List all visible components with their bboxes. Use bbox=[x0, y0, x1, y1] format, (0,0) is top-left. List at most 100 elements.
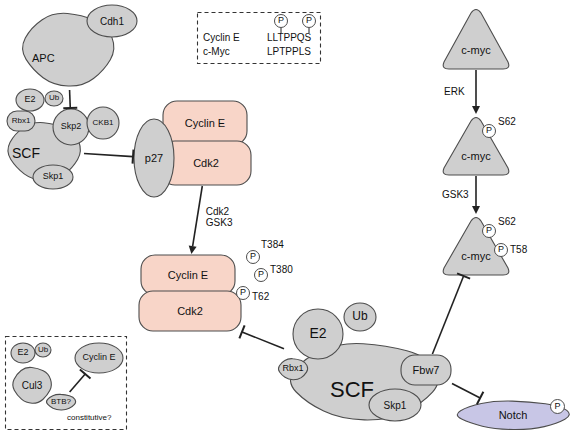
node-label: E2 bbox=[24, 95, 35, 105]
phospho-circle-shape bbox=[483, 125, 496, 138]
phospho-circle: P bbox=[482, 124, 496, 138]
node-label: constitutive? bbox=[67, 414, 111, 423]
phospho-label: P bbox=[486, 126, 492, 136]
phospho-label: P bbox=[498, 245, 504, 255]
node-label: Cyclin E bbox=[185, 117, 225, 129]
connector-line bbox=[242, 332, 284, 349]
phospho-circle: P bbox=[494, 243, 508, 257]
protein-ellipse: Ub bbox=[34, 342, 52, 358]
connector-line bbox=[84, 154, 133, 157]
phospho-circle-shape bbox=[237, 287, 250, 300]
connector-line bbox=[193, 186, 203, 246]
protein-ellipse: Skp1 bbox=[32, 164, 74, 190]
phospho-circle-shape bbox=[483, 225, 496, 238]
arrow-head bbox=[472, 206, 480, 214]
node-label: p27 bbox=[145, 152, 163, 164]
protein-box-shape bbox=[141, 255, 235, 295]
protein-ellipse-shape bbox=[344, 303, 376, 331]
phospho-circle-shape bbox=[495, 244, 508, 257]
node-label: LPTPPLS bbox=[267, 46, 311, 57]
protein-ellipse-shape bbox=[75, 343, 123, 373]
edge-label: Cdk2 GSK3 bbox=[206, 206, 236, 228]
inhibition-bar bbox=[239, 325, 244, 338]
protein-ellipse: Cyclin E bbox=[74, 342, 124, 374]
arrow-connector bbox=[472, 176, 480, 214]
node-label: APC bbox=[32, 52, 55, 64]
protein-ellipse: Ub bbox=[343, 302, 377, 332]
node-label: Ub bbox=[38, 346, 48, 355]
protein-ellipse-shape bbox=[35, 343, 51, 357]
node-label: Cyclin E bbox=[82, 353, 115, 363]
protein-complex-shape bbox=[13, 367, 52, 403]
connector-line bbox=[452, 383, 480, 398]
protein-ellipse: p27 bbox=[133, 118, 175, 198]
node-label: E2 bbox=[309, 326, 326, 341]
phospho-circle: P bbox=[550, 399, 565, 414]
protein-ellipse: Skp1 bbox=[368, 388, 422, 422]
node-label: Cyclin E bbox=[203, 32, 240, 43]
site-label: T384 bbox=[261, 239, 284, 250]
protein-ellipse-shape bbox=[11, 343, 35, 363]
protein-ellipse-shape bbox=[134, 119, 174, 197]
phospho-circle: P bbox=[236, 286, 250, 300]
node-label: c-Myc bbox=[203, 46, 230, 57]
phospho-circle-shape bbox=[551, 400, 565, 414]
node-label: E2 bbox=[17, 348, 28, 358]
protein-box: Cyclin E bbox=[162, 100, 248, 146]
protein-triangle-outline bbox=[440, 6, 512, 70]
phospho-circle-shape bbox=[275, 15, 288, 28]
phospho-circle-shape bbox=[255, 269, 268, 282]
protein-ellipse: CKB1 bbox=[86, 106, 120, 140]
inhibition-connector bbox=[70, 369, 91, 392]
protein-ellipse-shape bbox=[87, 107, 119, 139]
node-label: Cul3 bbox=[22, 380, 43, 391]
connector-line bbox=[475, 176, 477, 206]
node-label: Skp1 bbox=[43, 172, 64, 182]
phospho-label: P bbox=[258, 270, 264, 280]
connector-line bbox=[69, 90, 71, 108]
phospho-circle-shape bbox=[247, 251, 260, 264]
protein-complex-shape bbox=[23, 13, 114, 86]
protein-box: Rbx1 bbox=[6, 110, 36, 132]
phospho-circle: P bbox=[482, 224, 496, 238]
protein-ellipse-shape bbox=[369, 389, 421, 421]
node-label: CKB1 bbox=[93, 119, 114, 128]
protein-ellipse: Skp2 bbox=[52, 108, 90, 146]
phospho-circle: P bbox=[246, 250, 260, 264]
phospho-label: P bbox=[250, 252, 256, 262]
site-label: T62 bbox=[252, 291, 269, 302]
node-label: c-myc bbox=[440, 44, 512, 56]
arrow-head bbox=[189, 245, 197, 254]
protein-ellipse: Ub bbox=[44, 90, 64, 107]
inhibition-bar bbox=[477, 392, 483, 404]
node-label: Cyclin E bbox=[168, 269, 208, 281]
protein-box-shape bbox=[163, 101, 247, 145]
arrow-connector bbox=[472, 70, 480, 114]
protein-ellipse-shape bbox=[33, 165, 73, 189]
node-label: SCF bbox=[330, 378, 374, 402]
phospho-label: P bbox=[278, 16, 284, 26]
node-label: Skp1 bbox=[384, 400, 407, 411]
node-label: Cdk2 bbox=[177, 305, 203, 317]
phospho-circle: P bbox=[254, 268, 268, 282]
protein-ellipse: E2 bbox=[15, 88, 45, 112]
edge-label: ERK bbox=[444, 86, 465, 97]
phospho-label: P bbox=[240, 288, 246, 298]
protein-complex: Rbx1 bbox=[276, 356, 310, 382]
protein-ellipse: E2 bbox=[292, 308, 344, 360]
protein-ellipse-shape bbox=[87, 5, 137, 37]
site-label: S62 bbox=[498, 116, 516, 127]
node-label: Skp2 bbox=[61, 122, 82, 132]
inhibition-connector bbox=[452, 383, 483, 404]
arrow-head bbox=[472, 106, 480, 114]
protein-ellipse-shape bbox=[293, 309, 343, 359]
protein-ellipse-shape bbox=[53, 109, 89, 145]
site-label: S62 bbox=[498, 216, 516, 227]
phospho-label: P bbox=[486, 226, 492, 236]
node-label: c-myc bbox=[440, 150, 512, 162]
site-label: T58 bbox=[510, 244, 527, 255]
node-label: LLTPPQS bbox=[267, 32, 311, 43]
